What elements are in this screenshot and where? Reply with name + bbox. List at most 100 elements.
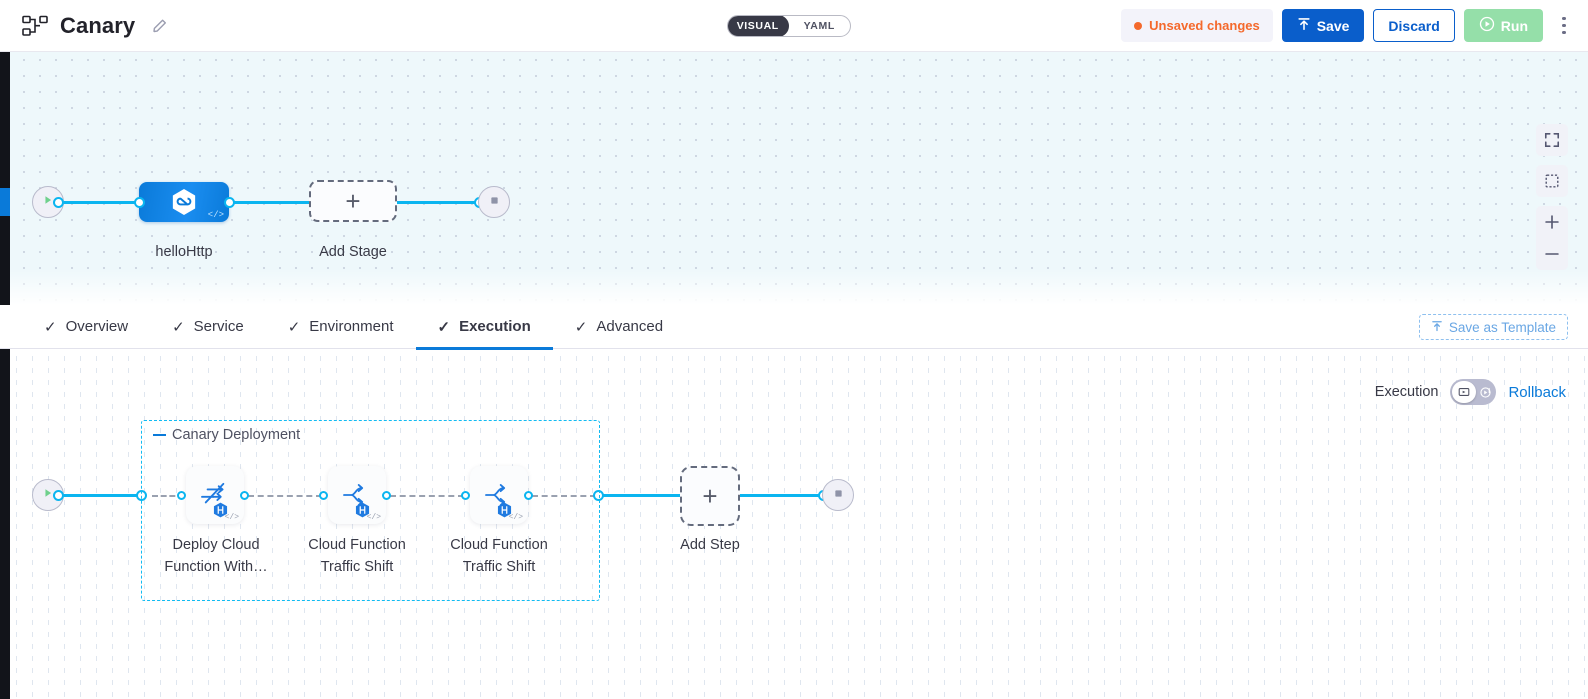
template-upload-icon [1431,320,1443,335]
yaml-mode-tab[interactable]: YAML [803,20,835,32]
code-icon: </> [207,210,224,220]
step2-port-out[interactable] [382,491,391,500]
tab-advanced[interactable]: ✓ Advanced [553,305,685,349]
view-mode-toggle[interactable]: VISUAL YAML [727,15,851,37]
stage-node-hellohttp[interactable]: </> [139,182,229,222]
check-icon: ✓ [574,318,588,336]
execution-end-circle[interactable] [822,479,854,511]
tab-advanced-label: Advanced [596,318,664,335]
step-node-label-2: Cloud Function Traffic Shift [296,535,418,579]
step-group-canary-deployment[interactable]: Canary Deployment [141,420,600,601]
execution-rollback-switch: Execution Rollback [1375,379,1566,405]
group-exit-port[interactable] [593,490,604,501]
stop-icon [833,486,844,504]
step-label-line1: Deploy Cloud [172,537,260,553]
stage-node-body[interactable]: </> [139,182,229,222]
unsaved-changes-badge: Unsaved changes [1121,9,1273,42]
tab-service[interactable]: ✓ Service [150,305,266,349]
canvas-control-group-fit [1536,165,1568,197]
collapse-icon[interactable] [153,434,166,436]
edge-addstage-to-end [392,201,482,204]
play-icon [42,486,54,504]
discard-button[interactable]: Discard [1373,9,1455,42]
step-node-body[interactable]: </> [328,466,386,524]
end-node-circle[interactable] [478,186,510,218]
deploy-function-icon [199,482,231,508]
harness-hex-badge [355,502,370,518]
run-button[interactable]: Run [1463,9,1543,42]
execution-end-node[interactable] [822,479,854,511]
tab-list: ✓ Overview ✓ Service ✓ Environment ✓ Exe… [0,305,685,350]
tab-overview[interactable]: ✓ Overview [22,305,150,349]
step-node-deploy-cloud-function[interactable]: </> [186,466,244,524]
execution-mode-toggle[interactable] [1450,379,1497,405]
fit-to-screen-button[interactable] [1536,165,1568,197]
pencil-icon[interactable] [151,17,169,35]
step-node-label-3: Cloud Function Traffic Shift [438,535,560,579]
visual-mode-tab[interactable]: VISUAL [728,16,789,36]
edge-step1-to-step2 [248,495,322,497]
step-node-body[interactable]: </> [186,466,244,524]
execution-start-port[interactable] [53,490,64,501]
header-left-group: Canary [0,13,169,39]
tab-environment[interactable]: ✓ Environment [266,305,416,349]
step3-port-in[interactable] [461,491,470,500]
stage-canvas[interactable]: </> helloHttp + Add Stage [0,52,1588,305]
execution-canvas[interactable]: Execution Rollback [0,349,1588,699]
check-icon: ✓ [44,318,57,336]
step3-port-out[interactable] [524,491,533,500]
tab-service-label: Service [193,318,244,335]
zoom-out-button[interactable] [1536,238,1568,270]
stage-node-port-out[interactable] [224,197,235,208]
minus-icon [1545,253,1559,255]
step-node-label-1: Deploy Cloud Function With… [155,535,277,579]
step-node-traffic-shift-1[interactable]: </> [328,466,386,524]
rollback-icon [1480,386,1491,398]
left-edge-rail-lower [0,349,10,699]
kebab-menu-icon[interactable] [1554,12,1574,40]
step-group-label: Canary Deployment [172,427,301,443]
plus-icon [1545,215,1559,229]
zoom-in-button[interactable] [1536,206,1568,238]
pipeline-end-node[interactable] [478,186,510,218]
add-stage-button[interactable]: + [309,180,397,222]
step-label-line2: Traffic Shift [462,558,536,575]
fullscreen-icon [1544,132,1560,148]
step2-port-in[interactable] [319,491,328,500]
add-step-button[interactable]: + [680,466,740,526]
harness-logo-icon [171,188,197,216]
fullscreen-button[interactable] [1536,124,1568,156]
tab-execution-label: Execution [459,318,531,335]
step-node-traffic-shift-2[interactable]: </> [470,466,528,524]
save-button[interactable]: Save [1281,9,1365,42]
top-header-bar: Canary VISUAL YAML Unsaved changes Save [0,0,1588,52]
fit-to-screen-icon [1545,174,1559,188]
code-icon: </> [366,513,381,522]
edge-start-to-stage [58,201,144,204]
tab-environment-label: Environment [309,318,394,335]
run-button-label: Run [1500,17,1528,34]
step1-port-out[interactable] [240,491,249,500]
stage-node-port-in[interactable] [134,197,145,208]
add-stage-node[interactable]: + [309,180,397,222]
step-label-line1: Cloud Function [450,537,548,553]
check-icon: ✓ [287,318,301,336]
tab-execution[interactable]: ✓ Execution [415,305,554,350]
rollback-link[interactable]: Rollback [1508,383,1566,401]
check-icon: ✓ [172,318,185,336]
code-icon: </> [224,513,239,522]
execution-mode-active-knob[interactable] [1452,381,1477,403]
discard-button-label: Discard [1388,17,1440,34]
save-as-template-button[interactable]: Save as Template [1418,314,1568,340]
plus-icon: + [702,481,718,511]
left-edge-rail [0,52,10,305]
status-dot-icon [1134,21,1143,30]
start-node-port[interactable] [53,197,64,208]
edge-step3-to-groupend [532,495,596,497]
save-as-template-label: Save as Template [1448,319,1556,335]
add-step-node[interactable]: + [680,466,740,526]
step1-port-in[interactable] [177,491,186,500]
header-actions: Unsaved changes Save Discard Run [1121,9,1574,42]
rollback-mode-knob[interactable] [1476,381,1494,403]
step-node-body[interactable]: </> [470,466,528,524]
